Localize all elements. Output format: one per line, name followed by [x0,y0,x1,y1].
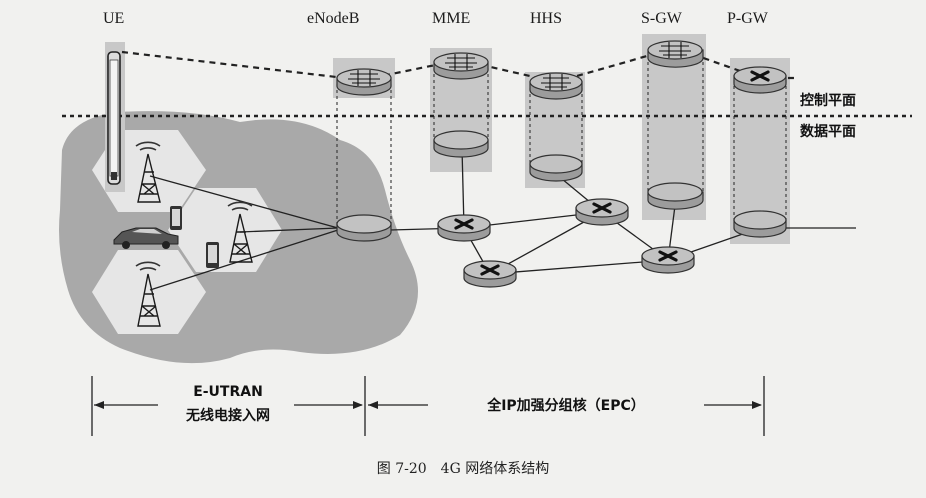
mobile-phone-icon [206,242,219,268]
label-sgw: S-GW [641,10,683,27]
sgw-data-node [647,182,704,210]
label-mme: MME [432,10,470,27]
label-epc: 全IP加强分组核（EPC） [486,397,645,414]
label-hhs: HHS [530,10,562,27]
core-router-4 [641,246,695,274]
enodeb-data-node [336,214,392,242]
pgw-control-router [733,66,787,94]
hhs-control-router [529,72,583,100]
mme-data-node [433,130,489,158]
pgw-data-node [733,210,787,238]
base-station-tower-icon [135,261,161,327]
core-router-1 [437,214,491,242]
sgw-control-router [647,40,704,68]
core-router-3 [463,260,517,288]
label-pgw: P-GW [727,10,769,27]
label-eutran: E-UTRAN [193,384,263,400]
hhs-data-node [529,154,583,182]
base-station-tower-icon [227,201,253,263]
base-station-tower-icon [135,141,161,203]
figure-caption: 图 7-20 4G 网络体系结构 [377,461,549,477]
ue-phone-icon [107,51,121,185]
car-icon [113,227,179,249]
label-control-plane: 控制平面 [800,92,856,109]
vertical-connectors [336,56,787,226]
label-enodeb: eNodeB [307,10,359,27]
hex-cell-right [168,188,282,272]
label-ue: UE [103,10,124,27]
hex-cell-bottom [92,250,206,334]
label-radio-access-network: 无线电接入网 [185,407,270,424]
segment-brackets [91,376,765,436]
core-router-2 [575,198,629,226]
label-data-plane: 数据平面 [800,123,856,140]
mme-control-router [433,52,489,80]
mobile-phone-icon [170,206,182,230]
enodeb-control-router [336,68,392,96]
